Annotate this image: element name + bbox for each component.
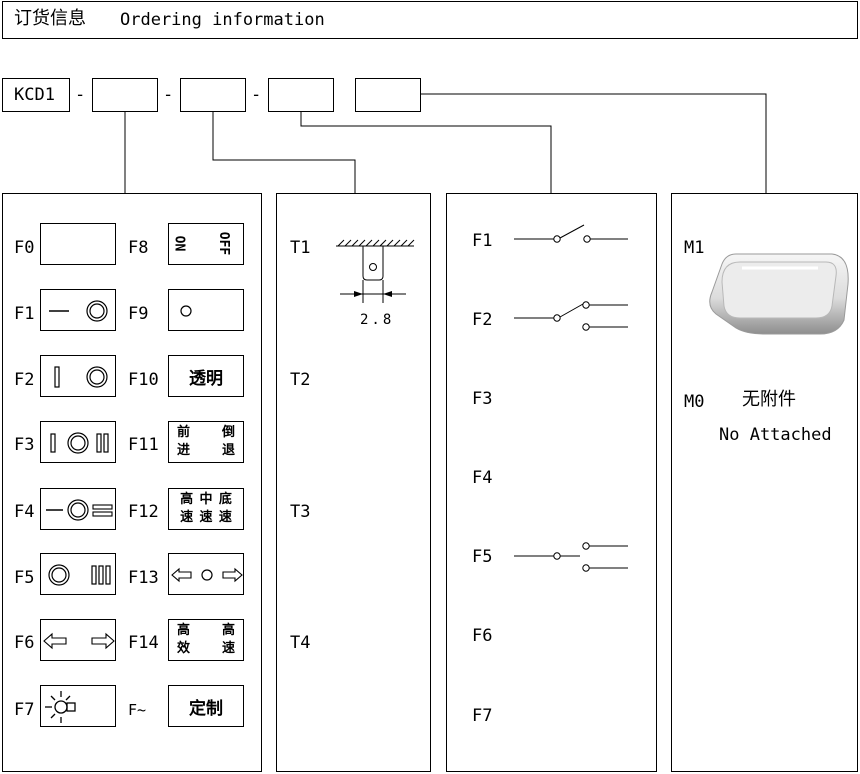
terminal-t3: T3 [290, 502, 311, 522]
tile-f12-grid: 高 中 底 速 速 速 [177, 491, 235, 527]
code-sep-1: - [75, 85, 86, 105]
circuit-f6: F6 [472, 626, 493, 646]
accessory-m1: M1 [684, 238, 705, 258]
header-bar [2, 1, 858, 39]
col1-code-f1: F1 [14, 304, 35, 324]
tile-f0-blank [40, 223, 116, 265]
header-title-cn: 订货信息 [14, 8, 86, 29]
tile-f1 [40, 289, 116, 331]
code-prefix: KCD1 [14, 85, 55, 105]
col1-code-f14: F14 [128, 633, 159, 653]
tile-f12-char: 高 [180, 492, 194, 507]
on-text: ON [171, 235, 187, 252]
tile-f10: 透明 [168, 355, 244, 397]
circuit-f3: F3 [472, 389, 493, 409]
left-right-arrows-icon [43, 632, 115, 650]
col1-code-f7: F7 [14, 700, 35, 720]
tile-f12-char: 速 [218, 510, 232, 525]
tile-f14-char: 速 [221, 641, 235, 656]
tile-f12-char: 底 [218, 492, 232, 507]
tile-f11-char: 进 [177, 443, 191, 458]
bar-circle-double-bar-icon [50, 432, 109, 454]
panel-accessories [671, 193, 858, 772]
tile-f13 [168, 553, 244, 595]
code-slot-4 [355, 78, 421, 112]
lamp-icon [45, 691, 76, 723]
bar-circle-icon [54, 366, 108, 388]
accessory-m0-en: No Attached [719, 425, 832, 445]
tile-fcustom: 定制 [168, 685, 244, 727]
accessory-m0: M0 [684, 392, 705, 412]
tile-f14-char: 效 [177, 641, 191, 656]
col1-code-fcustom: F~ [128, 701, 147, 719]
tile-f11-char: 倒 [221, 425, 235, 440]
tile-f5 [40, 553, 116, 595]
code-slot-1 [92, 78, 158, 112]
arrow-circle-arrow-icon [171, 567, 243, 583]
col1-code-f5: F5 [14, 568, 35, 588]
small-circle-icon [180, 305, 192, 317]
col1-code-f11: F11 [128, 435, 159, 455]
tile-fcustom-text: 定制 [189, 698, 223, 719]
panel-terminals [276, 193, 431, 772]
code-prefix-box [2, 78, 70, 112]
tile-f11-grid: 前 倒 进 退 [177, 424, 235, 460]
off-text: OFF [216, 231, 232, 256]
code-sep-2: - [163, 85, 174, 105]
col1-code-f2: F2 [14, 370, 35, 390]
tile-f9 [168, 289, 244, 331]
col1-code-f6: F6 [14, 633, 35, 653]
tile-f12-char: 中 [199, 492, 213, 507]
col1-code-f10: F10 [128, 370, 159, 390]
col1-code-f13: F13 [128, 568, 159, 588]
tile-f11-char: 退 [221, 443, 235, 458]
terminal-t1-dimension: 2.8 [360, 312, 395, 328]
code-slot-2 [180, 78, 246, 112]
col1-code-f8: F8 [128, 238, 149, 258]
circle-triple-bar-icon [48, 564, 111, 586]
circuit-f2: F2 [472, 310, 493, 330]
tile-f11: 前 倒 进 退 [168, 421, 244, 463]
header-title-en: Ordering information [120, 10, 325, 30]
terminal-t2: T2 [290, 370, 311, 390]
tile-f14-char: 高 [177, 623, 191, 638]
tile-f3 [40, 421, 116, 463]
circuit-f4: F4 [472, 468, 493, 488]
code-slot-3 [268, 78, 334, 112]
col1-code-f4: F4 [14, 502, 35, 522]
tile-f14-grid: 高 高 效 速 [177, 622, 235, 658]
tile-f8-on-off: ON OFF [168, 223, 244, 265]
tile-f14: 高 高 效 速 [168, 619, 244, 661]
terminal-t1: T1 [290, 238, 311, 258]
tile-f4 [40, 488, 116, 530]
circuit-f1: F1 [472, 231, 493, 251]
circuit-f5: F5 [472, 547, 493, 567]
tile-f12-char: 速 [199, 510, 213, 525]
col1-code-f12: F12 [128, 502, 159, 522]
accessory-m0-cn: 无附件 [742, 389, 796, 410]
tile-f7 [40, 685, 116, 727]
tile-f12: 高 中 底 速 速 速 [168, 488, 244, 530]
code-sep-3: - [251, 85, 262, 105]
terminal-t4: T4 [290, 633, 311, 653]
tile-f11-char: 前 [177, 425, 191, 440]
col1-code-f3: F3 [14, 435, 35, 455]
dash-circle-icon [49, 300, 108, 322]
col1-code-f9: F9 [128, 304, 149, 324]
tile-f2 [40, 355, 116, 397]
tile-f14-char: 高 [221, 623, 235, 638]
col1-code-f0: F0 [14, 238, 35, 258]
panel-circuits [446, 193, 657, 772]
circuit-f7: F7 [472, 706, 493, 726]
tile-f6 [40, 619, 116, 661]
tile-f12-char: 速 [180, 510, 194, 525]
tile-f10-text: 透明 [189, 368, 223, 389]
dash-circle-double-dash-icon [46, 499, 113, 521]
